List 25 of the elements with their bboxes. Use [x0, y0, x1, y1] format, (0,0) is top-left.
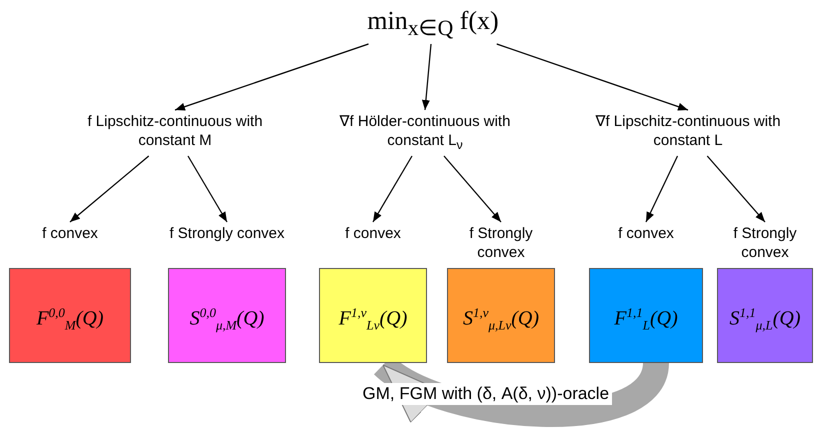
function-class-box: S$^{1,1}$$_{μ,L}$(Q) — [717, 268, 813, 363]
arrow — [422, 44, 432, 110]
condition-label: ∇f Lipschitz-continuous with constant L — [592, 112, 784, 152]
arrow — [174, 43, 369, 111]
arrow — [706, 156, 766, 222]
condition-label: f Strongly convex — [732, 224, 798, 262]
function-class-box: F$^{1,ν}$$_{Lν}$(Q) — [319, 268, 427, 363]
condition-label: f Strongly convex — [468, 224, 534, 262]
condition-label: f Lipschitz-continuous with constant M — [82, 112, 268, 152]
condition-label: f Strongly convex — [168, 224, 286, 243]
arrow — [444, 156, 502, 222]
function-class-box: S$^{1,ν}$$_{μ,Lν}$(Q) — [447, 268, 555, 363]
condition-label: f convex — [344, 224, 402, 243]
arrow — [372, 156, 413, 222]
arrow — [645, 156, 678, 222]
function-class-box: F$^{0,0}$$_{M}$(Q) — [9, 268, 131, 363]
condition-label: ∇f Hölder-continuous with constant L$_{ν}$ — [325, 112, 525, 152]
problem-formula: min$_{x∈Q}$ f(x) — [345, 4, 521, 40]
arrow — [70, 156, 150, 222]
function-class-box: S$^{0,0}$$_{μ,M}$(Q) — [168, 268, 286, 363]
condition-label: f convex — [41, 224, 99, 243]
condition-label: f convex — [617, 224, 675, 243]
function-class-box: F$^{1,1}$$_{L}$(Q) — [589, 268, 703, 363]
arrow — [187, 156, 228, 222]
arrow — [496, 43, 688, 111]
